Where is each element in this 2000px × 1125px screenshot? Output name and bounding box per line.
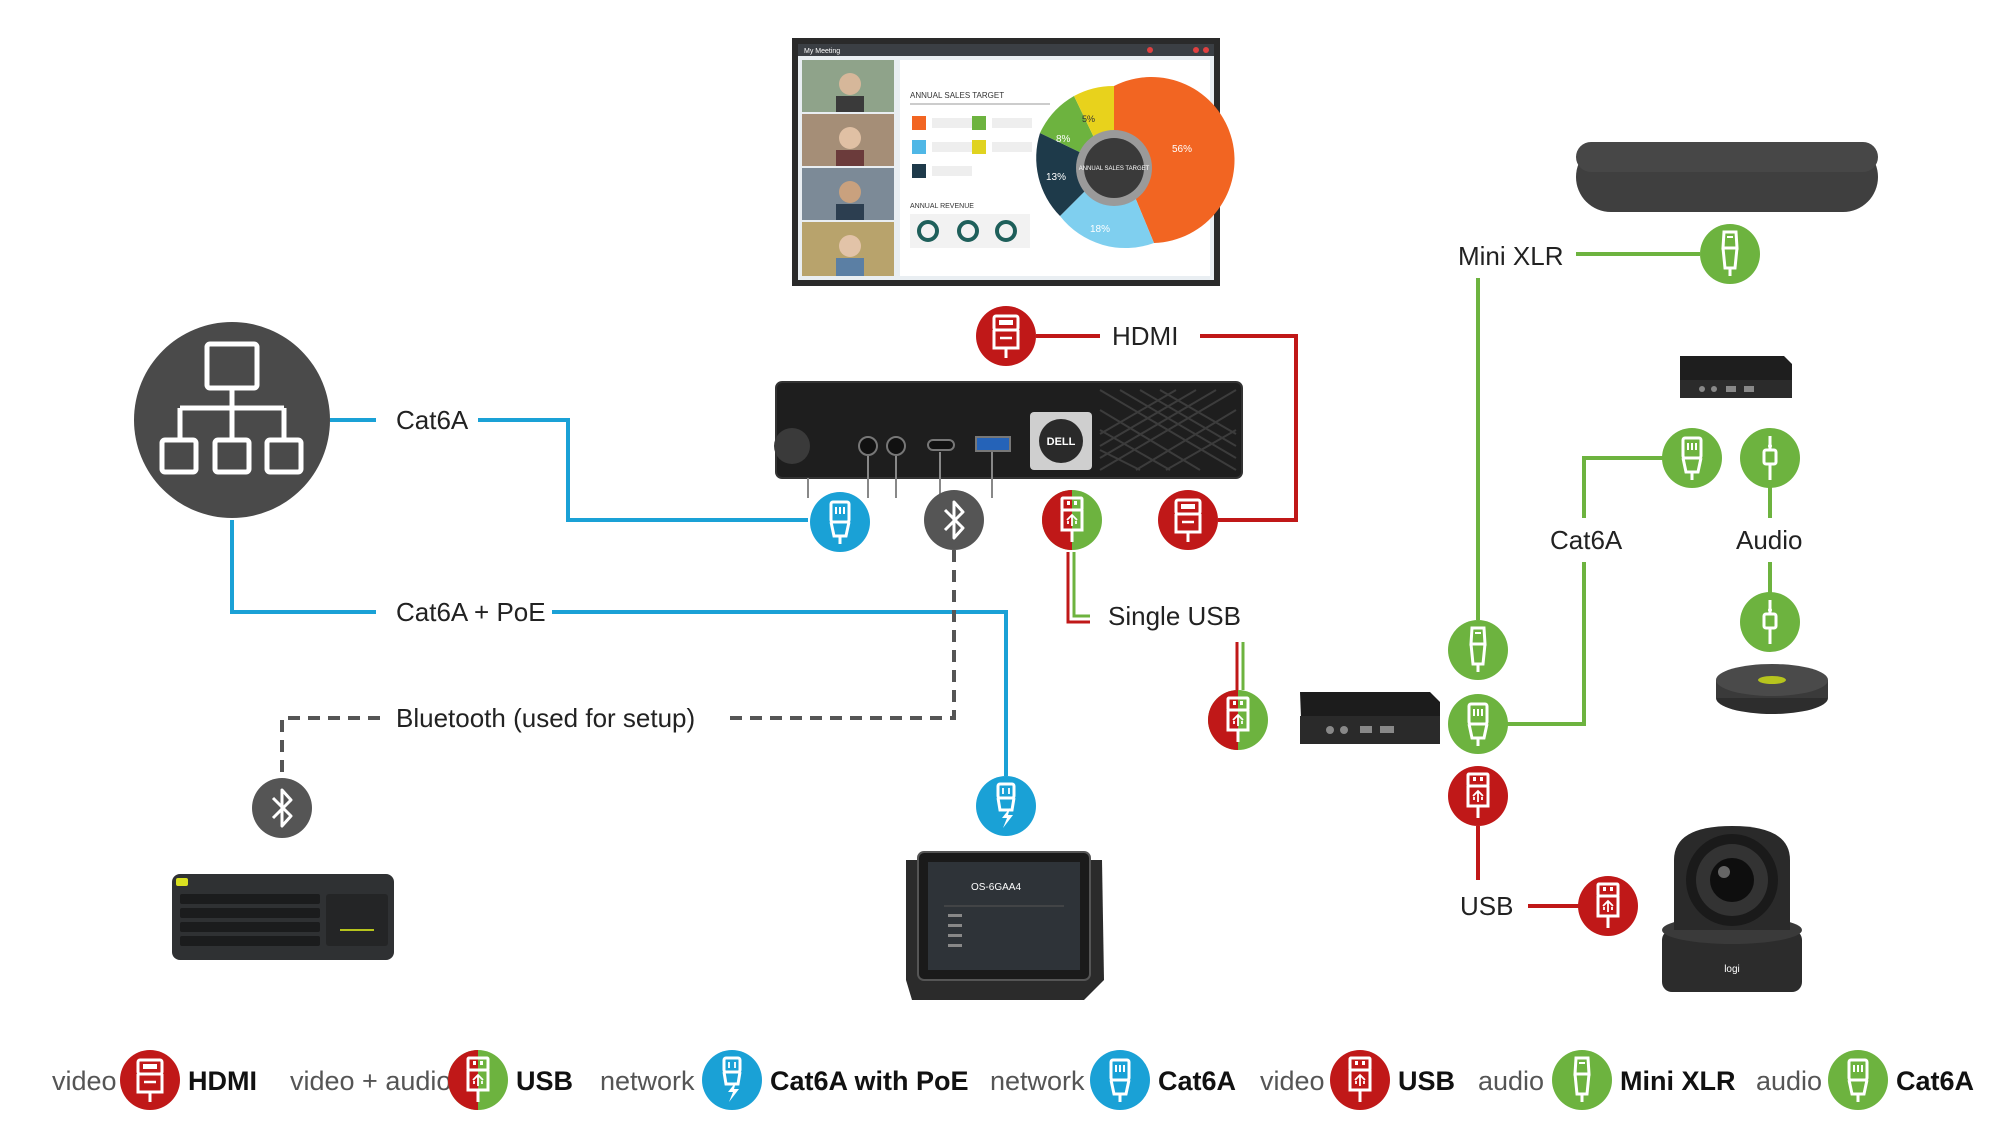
legend-type: audio	[1756, 1066, 1822, 1096]
legend-type: network	[600, 1066, 695, 1096]
cable-hdmi-2	[1200, 334, 1298, 522]
legend-item-cat6a-audio: audio Cat6A	[1756, 1050, 1974, 1110]
audio-expansion-box	[1680, 356, 1792, 398]
sales-target-title: ANNUAL SALES TARGET	[910, 91, 1004, 100]
audio-jack-connector-icon	[1740, 428, 1800, 488]
bluetooth-icon	[252, 778, 312, 838]
connector-badges	[252, 224, 1800, 936]
hdmi-connector-icon	[976, 306, 1036, 366]
legend-name: Cat6A	[1158, 1066, 1236, 1096]
bluetooth-icon	[924, 490, 984, 550]
mini-xlr-connector-icon	[1552, 1050, 1612, 1110]
mini-xlr-connector-icon	[1700, 224, 1760, 284]
meetup-hub	[1300, 692, 1440, 744]
usb-split-connector-icon	[1208, 690, 1268, 750]
legend-type: video	[1260, 1066, 1325, 1096]
ethernet-audio-connector-icon	[1662, 428, 1722, 488]
usb-connector-icon	[1578, 876, 1638, 936]
speaker-bar	[1576, 142, 1878, 212]
cable-labels: Cat6A Cat6A + PoE Bluetooth (used for se…	[396, 241, 1803, 921]
legend-item-hdmi: video HDMI	[52, 1050, 257, 1110]
mini-xlr-connector-icon	[1448, 620, 1508, 680]
legend-name: Mini XLR	[1620, 1066, 1736, 1096]
hdmi-connector-icon	[1158, 490, 1218, 550]
ethernet-audio-connector-icon	[1448, 694, 1508, 754]
ethernet-audio-connector-icon	[1828, 1050, 1888, 1110]
label-mini-xlr: Mini XLR	[1458, 241, 1563, 271]
legend-type: video	[52, 1066, 117, 1096]
legend-type: audio	[1478, 1066, 1544, 1096]
legend: video HDMI video + audio USB network Cat…	[52, 1050, 1974, 1110]
meeting-title: My Meeting	[804, 48, 840, 55]
hdmi-connector-icon	[120, 1050, 180, 1110]
link-bluetooth	[724, 550, 956, 720]
legend-type: network	[990, 1066, 1085, 1096]
legend-item-usb-video: video USB	[1260, 1050, 1455, 1110]
expansion-mic	[1716, 664, 1828, 714]
legend-item-usb-av: video + audio USB	[290, 1050, 573, 1110]
label-audio: Audio	[1736, 525, 1803, 555]
legend-item-cat6a-poe: network Cat6A with PoE	[600, 1050, 969, 1110]
cables	[230, 252, 1772, 908]
audio-jack-connector-icon	[1740, 592, 1800, 652]
donut-center-label: ANNUAL SALES TARGET	[1079, 166, 1150, 172]
label-usb: USB	[1460, 891, 1513, 921]
cable-single-usb-green	[1072, 552, 1090, 618]
network-topology-icon	[159, 341, 304, 475]
cable-cat6a-poe-2	[552, 610, 1008, 776]
usb-split-connector-icon	[448, 1050, 508, 1110]
legend-type: video + audio	[290, 1066, 451, 1096]
revenue-title: ANNUAL REVENUE	[910, 203, 974, 210]
wireless-keyboard	[172, 874, 394, 960]
label-cat6a-right: Cat6A	[1550, 525, 1623, 555]
cable-cat6a-poe	[230, 520, 376, 614]
cable-cat6a-network-2	[478, 418, 808, 522]
legend-name: USB	[516, 1066, 573, 1096]
power-button	[774, 428, 810, 464]
usb-split-connector-icon	[1042, 490, 1102, 550]
ptz-camera: logi	[1662, 826, 1802, 992]
camera-brand-logo: logi	[1724, 964, 1740, 975]
legend-name: USB	[1398, 1066, 1455, 1096]
label-single-usb: Single USB	[1108, 601, 1241, 631]
usb-connector-icon	[1448, 766, 1508, 826]
ethernet-poe-connector-icon	[976, 776, 1036, 836]
label-cat6a-poe: Cat6A + PoE	[396, 597, 546, 627]
legend-name: Cat6A	[1896, 1066, 1974, 1096]
donut-label-5: 5%	[1082, 114, 1095, 124]
usb-connector-icon	[1330, 1050, 1390, 1110]
touch-controller: OS-6GAA4	[906, 851, 1104, 1000]
legend-item-mini-xlr: audio Mini XLR	[1478, 1050, 1736, 1110]
sales-donut-chart: ANNUAL SALES TARGET 56% 18% 13% 8% 5%	[1036, 77, 1235, 249]
label-cat6a: Cat6A	[396, 405, 469, 435]
donut-label-56: 56%	[1172, 144, 1192, 155]
legend-name: Cat6A with PoE	[770, 1066, 969, 1096]
donut-label-13: 13%	[1046, 172, 1066, 183]
legend-name: HDMI	[188, 1066, 257, 1096]
label-bluetooth: Bluetooth (used for setup)	[396, 703, 695, 733]
display-monitor: My Meeting ANNUAL SALES TARGET ANNUAL RE…	[792, 38, 1235, 286]
cable-cat6a-audio	[1474, 562, 1586, 726]
brand-logo: DELL	[1047, 436, 1076, 448]
ethernet-connector-icon	[1090, 1050, 1150, 1110]
mini-pc: DELL	[774, 381, 1243, 498]
label-hdmi: HDMI	[1112, 321, 1178, 351]
donut-label-18: 18%	[1090, 224, 1110, 235]
cable-single-usb-red	[1066, 552, 1090, 624]
cable-cat6a-audio-2	[1582, 456, 1664, 518]
ethernet-connector-icon	[810, 492, 870, 552]
ethernet-poe-connector-icon	[702, 1050, 762, 1110]
donut-label-8: 8%	[1056, 134, 1071, 145]
link-bluetooth-2	[280, 716, 380, 778]
touch-room-name: OS-6GAA4	[971, 882, 1021, 893]
legend-item-cat6a: network Cat6A	[990, 1050, 1236, 1110]
network-switch	[134, 322, 330, 518]
